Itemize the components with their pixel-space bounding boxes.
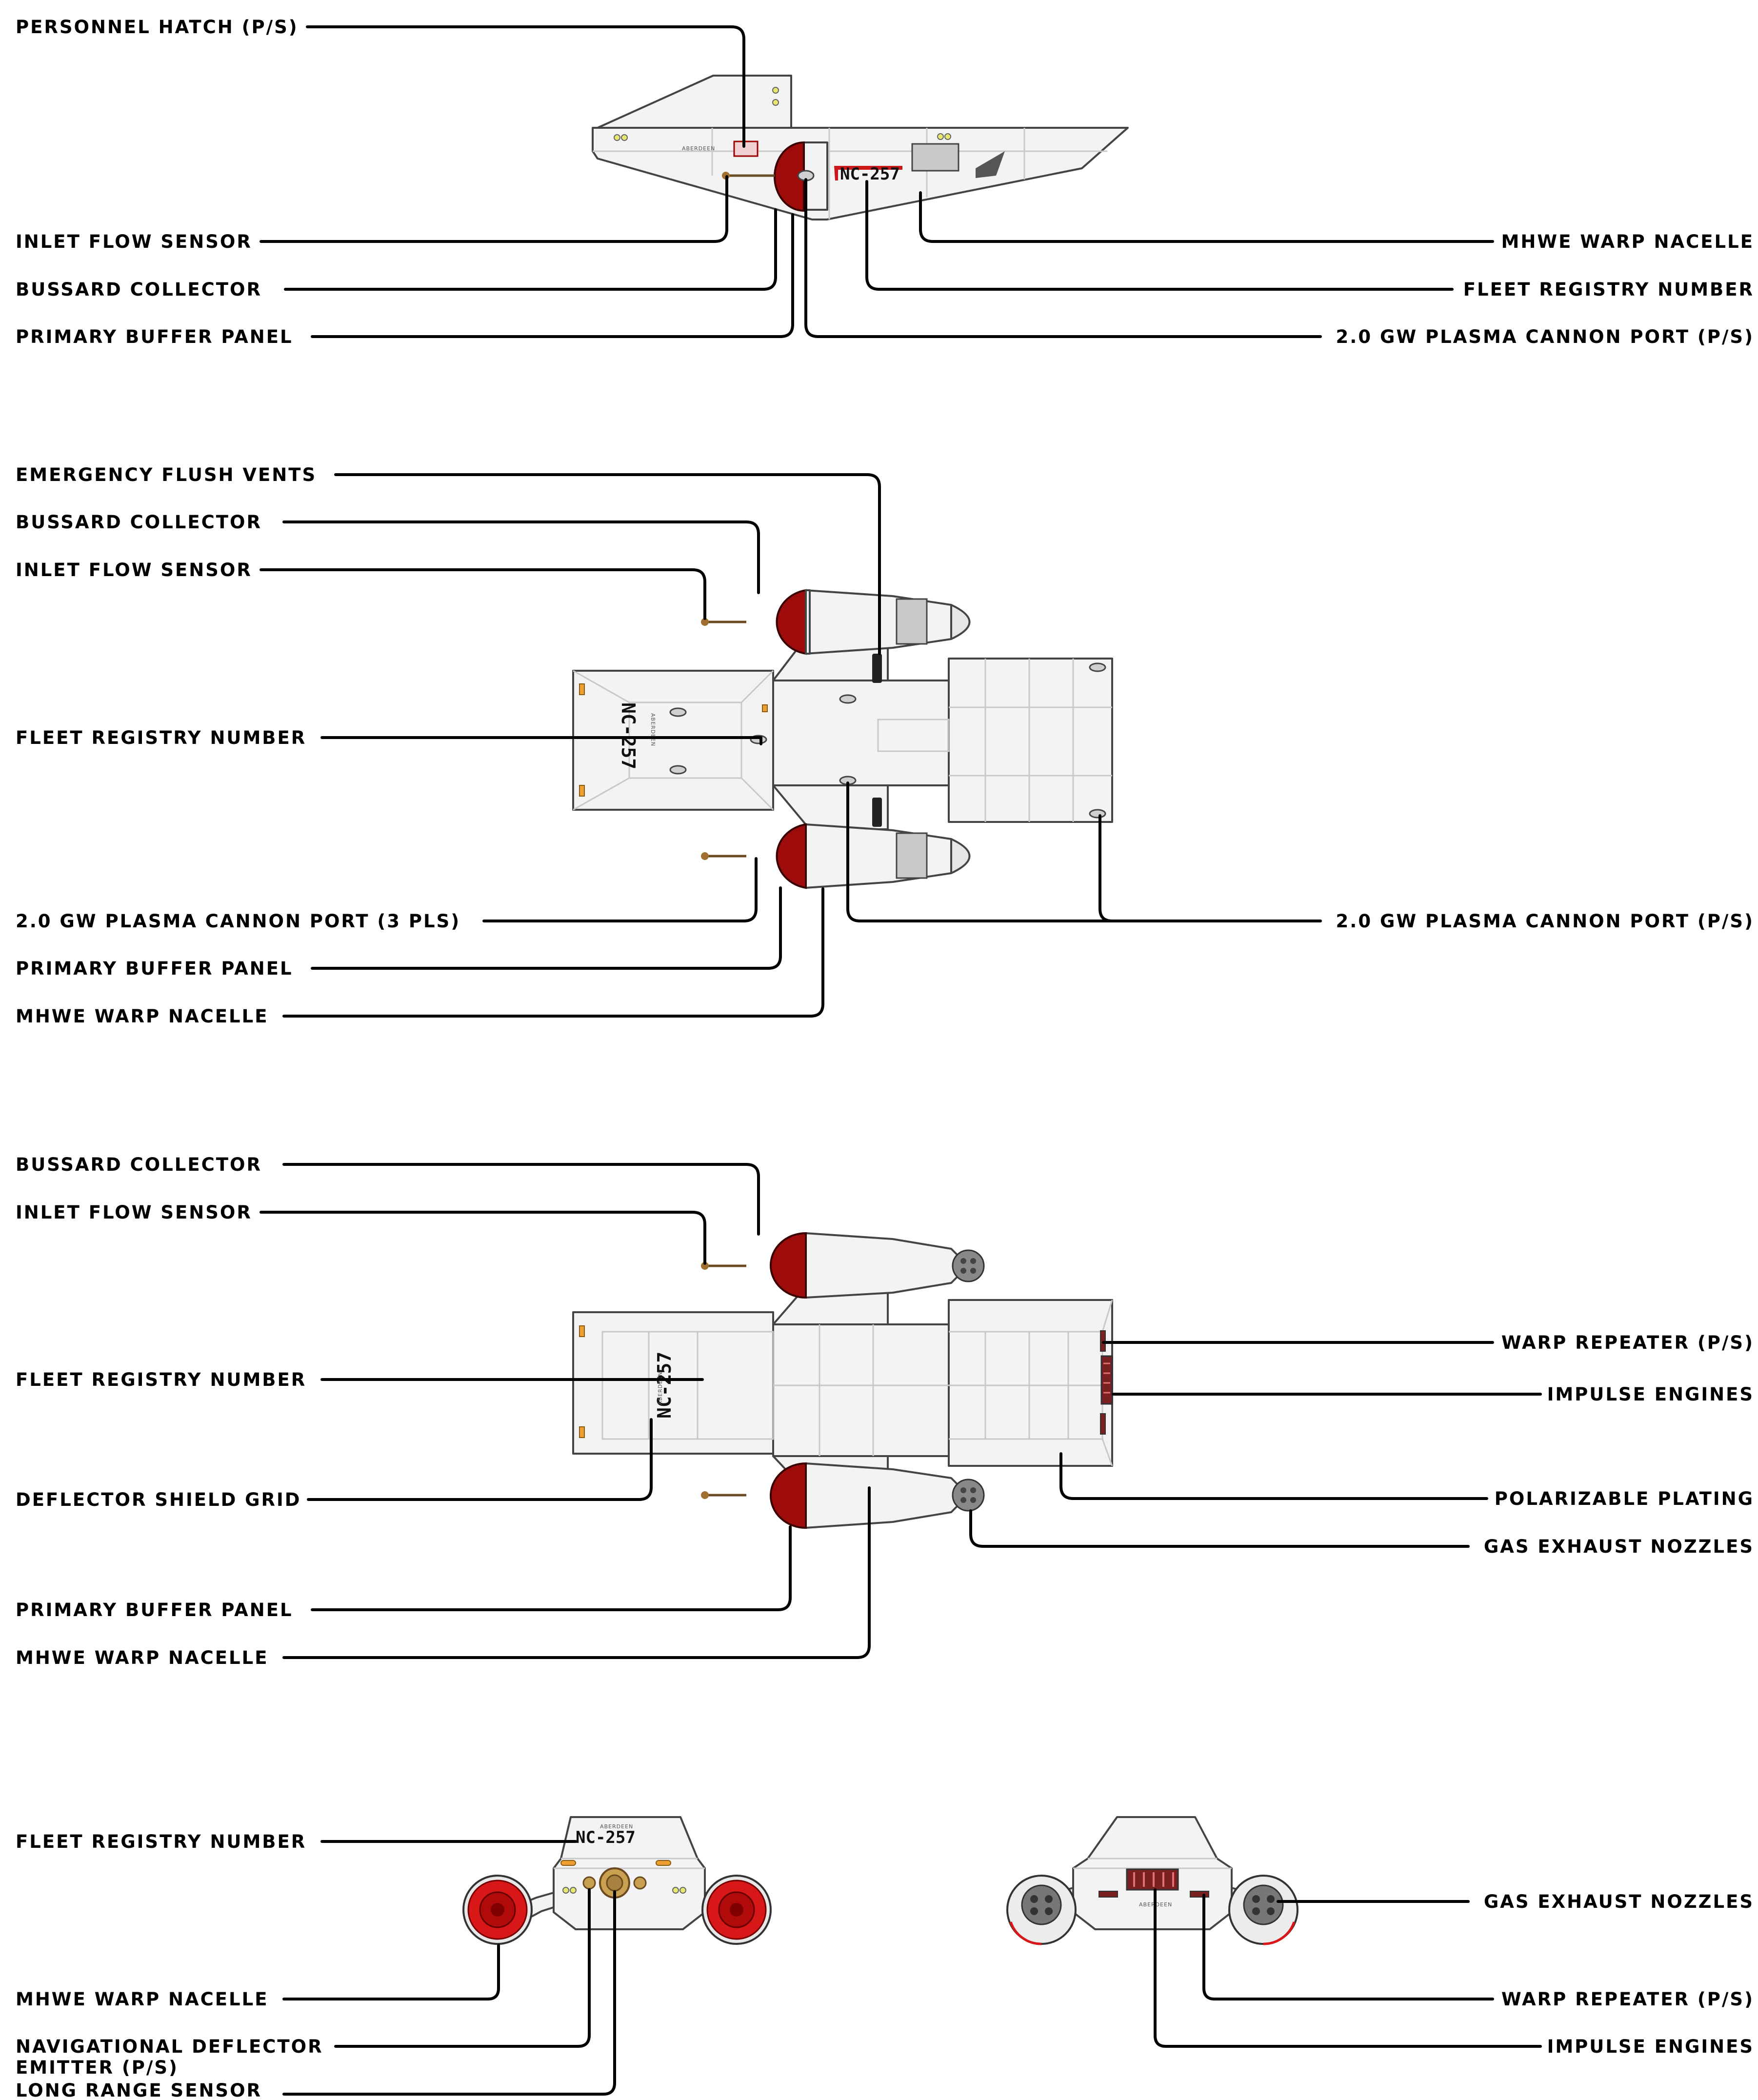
label-gas-exhaust-nozzles: GAS EXHAUST NOZZLES <box>1484 1891 1754 1912</box>
top-ship-name: ABERDEEN <box>650 713 656 746</box>
label-bussard-collector: BUSSARD COLLECTOR <box>16 279 262 300</box>
bottom-ship-drawing: NC-257 ABERDEEN <box>572 1232 1113 1529</box>
label-warp-nacelle: MHWE WARP NACELLE <box>1501 231 1755 252</box>
front-ship-name: ABERDEEN <box>600 1823 633 1830</box>
label-warp-nacelle: MHWE WARP NACELLE <box>16 1006 269 1027</box>
label-plasma-cannon: 2.0 GW PLASMA CANNON PORT (P/S) <box>1336 326 1754 347</box>
label-fleet-registry: FLEET REGISTRY NUMBER <box>16 1831 306 1852</box>
label-primary-buffer-panel: PRIMARY BUFFER PANEL <box>16 958 293 979</box>
label-nav-deflector-emitter: EMITTER (P/S) <box>16 2057 179 2078</box>
front-registry-number: NC-257 <box>576 1828 636 1847</box>
svg-text:NC-257: NC-257 <box>654 1352 675 1419</box>
label-impulse-engines: IMPULSE ENGINES <box>1547 2036 1754 2057</box>
label-inlet-flow-sensor: INLET FLOW SENSOR <box>16 1202 252 1223</box>
label-fleet-registry: FLEET REGISTRY NUMBER <box>1463 279 1754 300</box>
label-primary-buffer-panel: PRIMARY BUFFER PANEL <box>16 326 293 347</box>
label-warp-repeater: WARP REPEATER (P/S) <box>1501 1989 1754 2010</box>
side-personnel-hatch <box>733 140 759 157</box>
label-plasma-cannon-3: 2.0 GW PLASMA CANNON PORT (3 PLS) <box>16 911 460 932</box>
label-long-range-sensor: LONG RANGE SENSOR <box>16 2080 262 2100</box>
rear-view: ABERDEEN GAS EXHAUST NOZZLES WARP REPEAT… <box>1006 1816 1754 2057</box>
side-registry-number: NC-257 <box>840 164 900 184</box>
front-view: NC-257 ABERDEEN FLEET R <box>16 1816 772 2100</box>
top-view: NC-257 ABERDEEN <box>16 464 1754 1027</box>
label-warp-nacelle: MHWE WARP NACELLE <box>16 1647 269 1668</box>
side-ship-drawing: NC-257 ABERDEEN <box>592 75 1129 220</box>
label-fleet-registry: FLEET REGISTRY NUMBER <box>16 1369 306 1390</box>
label-bussard-collector: BUSSARD COLLECTOR <box>16 512 262 533</box>
label-deflector-shield-grid: DEFLECTOR SHIELD GRID <box>16 1489 301 1510</box>
label-personnel-hatch: PERSONNEL HATCH (P/S) <box>16 17 299 38</box>
label-impulse-engines: IMPULSE ENGINES <box>1547 1384 1754 1405</box>
top-registry-number: NC-257 <box>618 702 639 769</box>
svg-text:NC-257: NC-257 <box>618 702 639 769</box>
side-ship-name: ABERDEEN <box>682 145 715 152</box>
rear-ship-drawing: ABERDEEN <box>1006 1816 1299 1945</box>
label-warp-repeater: WARP REPEATER (P/S) <box>1501 1332 1754 1353</box>
front-ship-drawing: NC-257 ABERDEEN <box>462 1816 772 1945</box>
label-plasma-cannon-ps: 2.0 GW PLASMA CANNON PORT (P/S) <box>1336 911 1754 932</box>
label-fleet-registry: FLEET REGISTRY NUMBER <box>16 727 306 748</box>
bottom-ship-name: ABERDEEN <box>657 1372 663 1405</box>
label-bussard-collector: BUSSARD COLLECTOR <box>16 1154 262 1175</box>
label-nav-deflector: NAVIGATIONAL DEFLECTOR <box>16 2036 323 2057</box>
label-emergency-flush-vents: EMERGENCY FLUSH VENTS <box>16 464 317 485</box>
label-inlet-flow-sensor: INLET FLOW SENSOR <box>16 560 252 580</box>
side-bussard-collector <box>774 141 805 212</box>
bottom-view: NC-257 ABERDEEN <box>16 1154 1754 1668</box>
bottom-registry-number: NC-257 <box>654 1352 675 1419</box>
side-view: NC-257 ABERDEEN PERSONNEL HATCH (P/S) IN… <box>16 17 1755 347</box>
label-inlet-flow-sensor: INLET FLOW SENSOR <box>16 231 252 252</box>
label-warp-nacelle: MHWE WARP NACELLE <box>16 1989 269 2010</box>
label-primary-buffer-panel: PRIMARY BUFFER PANEL <box>16 1600 293 1620</box>
label-gas-exhaust-nozzles: GAS EXHAUST NOZZLES <box>1484 1536 1754 1557</box>
top-ship-drawing: NC-257 ABERDEEN <box>572 589 1113 889</box>
label-polarizable-plating: POLARIZABLE PLATING <box>1495 1488 1754 1509</box>
